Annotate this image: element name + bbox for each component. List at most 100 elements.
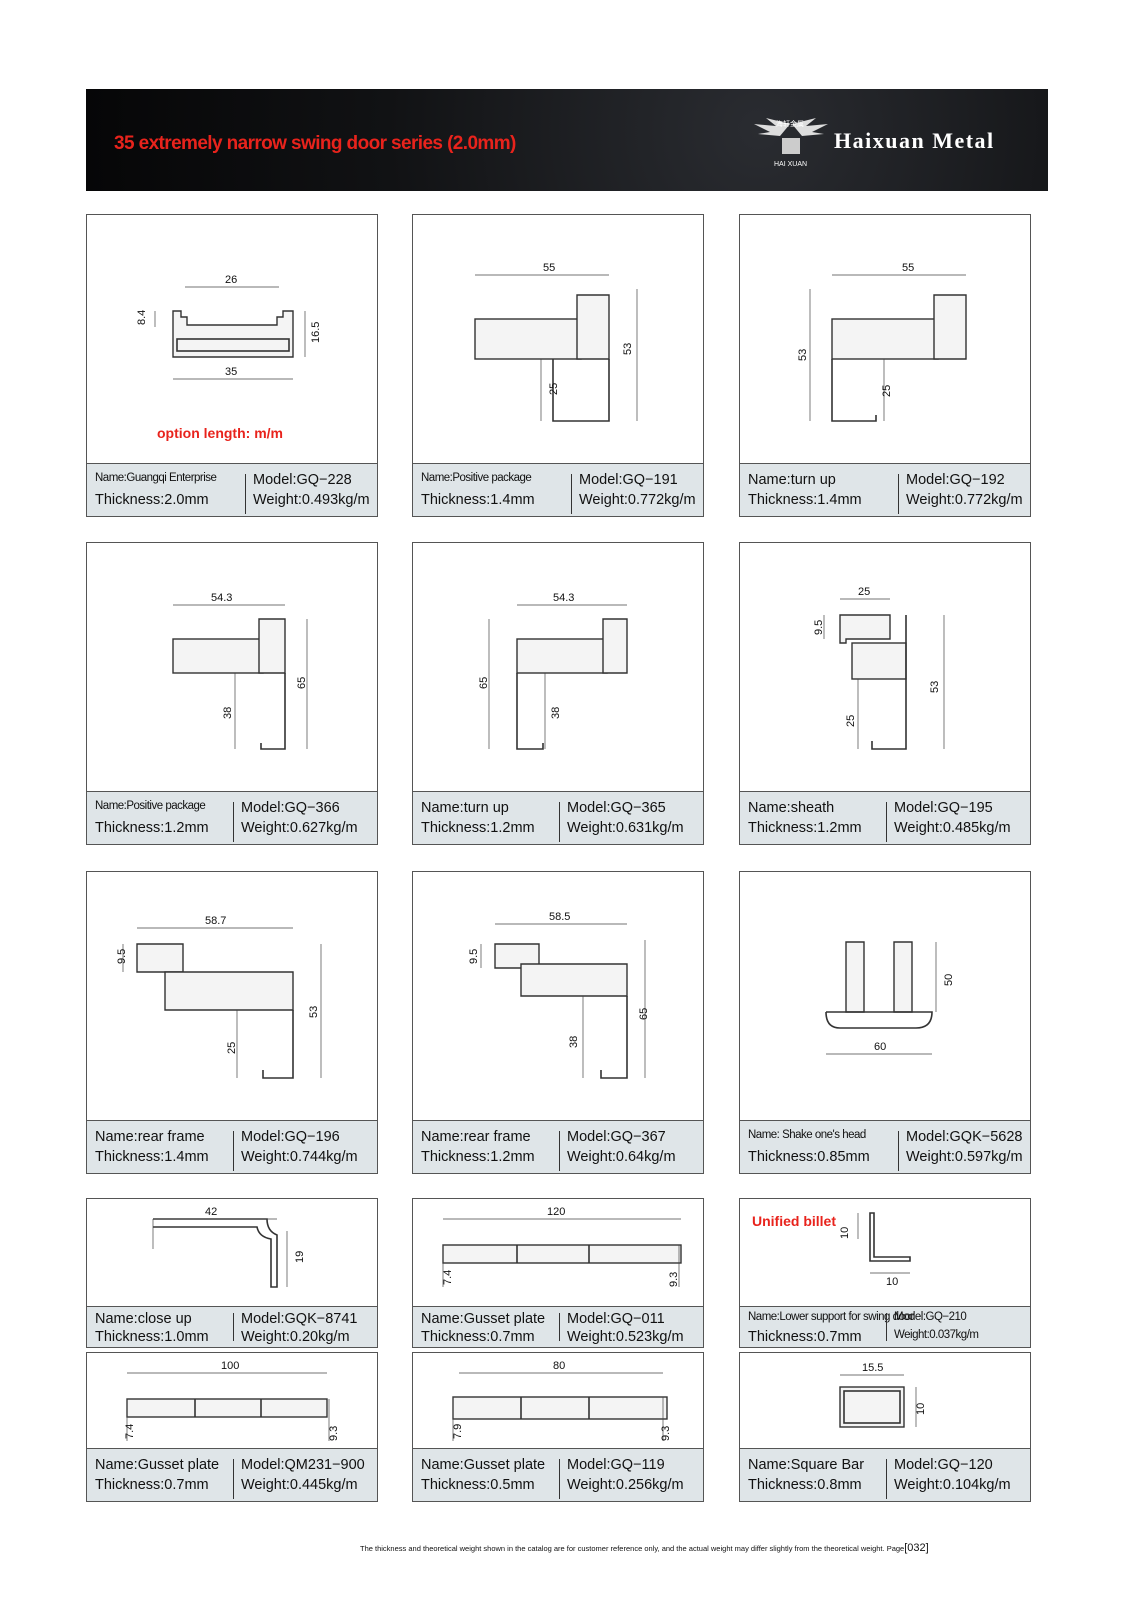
product-card: 58.5 9.5 65 38 Name:rear frame Thickness… [412,871,704,1174]
product-weight: Weight:0.772kg/m [906,492,1023,508]
series-title: 35 extremely narrow swing door series (2… [114,133,516,154]
product-name: Name:Gusset plate [95,1457,220,1473]
product-model: Model:GQ−228 [253,472,352,488]
profile-drawing: 58.7 9.5 53 25 [116,915,322,1079]
spec-divider [233,1459,234,1499]
spec-box: Name:turn up Thickness:1.4mm Model:GQ−19… [740,463,1030,516]
product-weight: Weight:0.597kg/m [906,1149,1023,1165]
product-model: Model:QM231−900 [241,1457,365,1473]
svg-text:10: 10 [915,1403,927,1415]
eagle-logo-icon: 海轩金属 HAI XUAN [754,118,828,168]
product-weight: Weight:0.256kg/m [567,1477,684,1493]
svg-text:25: 25 [858,586,870,598]
spec-box: Name:Square Bar Thickness:0.8mm Model:GQ… [740,1448,1030,1501]
svg-text:65: 65 [296,677,308,689]
page-number: [032] [904,1542,929,1554]
svg-text:50: 50 [943,974,955,986]
product-name: Name:turn up [748,472,836,488]
product-thickness: Thickness:0.7mm [748,1329,862,1345]
spec-box: Name:Positive package Thickness:1.2mm Mo… [87,791,377,844]
spec-divider [233,1131,234,1171]
svg-text:120: 120 [547,1206,565,1218]
spec-box: Name:Gusset plate Thickness:0.7mm Model:… [413,1306,703,1347]
product-card: 55 53 25 Name:turn up Thickness:1.4mm Mo… [739,214,1031,517]
product-weight: Weight:0.104kg/m [894,1477,1011,1493]
profile-drawing: 25 9.5 53 25 [813,586,945,750]
product-model: Model:GQ−191 [579,472,678,488]
svg-text:80: 80 [553,1360,565,1372]
product-weight: Weight:0.20kg/m [241,1329,350,1345]
svg-text:9.3: 9.3 [328,1426,340,1441]
page-label: Page [886,1544,905,1553]
spec-divider [886,1459,887,1499]
product-model: Model:GQ−365 [567,800,666,816]
product-name: Name: Shake one's head [748,1129,866,1141]
svg-text:55: 55 [902,262,914,274]
product-thickness: Thickness:1.4mm [748,492,862,508]
spec-box: Name:sheath Thickness:1.2mm Model:GQ−195… [740,791,1030,844]
svg-text:38: 38 [568,1036,580,1048]
product-card: 58.7 9.5 53 25 Name:rear frame Thickness… [86,871,378,1174]
svg-text:9.5: 9.5 [468,949,480,964]
spec-divider [559,1459,560,1499]
logo-cn-text: 海轩金属 [776,119,804,128]
svg-text:53: 53 [929,681,941,693]
svg-text:60: 60 [874,1041,886,1053]
product-thickness: Thickness:1.4mm [95,1149,209,1165]
product-name: Name:sheath [748,800,835,816]
product-weight: Weight:0.627kg/m [241,820,358,836]
product-thickness: Thickness:1.2mm [421,1149,535,1165]
product-thickness: Thickness:1.4mm [421,492,535,508]
logo-sub-text: HAI XUAN [774,161,807,168]
svg-text:25: 25 [845,715,857,727]
product-weight: Weight:0.64kg/m [567,1149,676,1165]
svg-text:9.5: 9.5 [813,620,825,635]
product-weight: Weight:0.485kg/m [894,820,1011,836]
spec-divider [233,1313,234,1341]
svg-text:54.3: 54.3 [211,592,232,604]
product-model: Model:GQ−192 [906,472,1005,488]
svg-text:16.5: 16.5 [310,322,322,343]
svg-text:7.4: 7.4 [124,1424,136,1439]
product-model: Model:GQK−8741 [241,1311,358,1327]
spec-box: Name:rear frame Thickness:1.2mm Model:GQ… [413,1120,703,1173]
spec-divider [559,1131,560,1171]
product-model: Model:GQ−195 [894,800,993,816]
product-model: Model:GQ−196 [241,1129,340,1145]
product-thickness: Thickness:1.2mm [421,820,535,836]
spec-divider [233,802,234,842]
brand-logo: 海轩金属 HAI XUAN Haixuan Metal [746,114,1036,170]
footer-disclaimer: The thickness and theoretical weight sho… [360,1544,885,1553]
product-model: Model:GQ−366 [241,800,340,816]
product-thickness: Thickness:0.5mm [421,1477,535,1493]
product-model: Model:GQ−367 [567,1129,666,1145]
spec-box: Name:Gusset plate Thickness:0.7mm Model:… [87,1448,377,1501]
svg-text:54.3: 54.3 [553,592,574,604]
svg-text:100: 100 [221,1360,239,1372]
product-card: 55 53 25 Name:Positive package Thickness… [412,214,704,517]
svg-text:42: 42 [205,1206,217,1218]
svg-text:38: 38 [550,707,562,719]
svg-text:7.9: 7.9 [452,1424,464,1439]
product-weight: Weight:0.772kg/m [579,492,696,508]
svg-text:8.4: 8.4 [136,310,148,325]
product-card: 42 19 Name:close up Thickness:1.0mm Mode… [86,1198,378,1348]
product-thickness: Thickness:1.2mm [748,820,862,836]
product-card: 120 7.4 9.3 Name:Gusset plate Thickness:… [412,1198,704,1348]
product-name: Name:Gusset plate [421,1457,546,1473]
product-weight: Weight:0.631kg/m [567,820,684,836]
svg-text:19: 19 [294,1251,306,1263]
profile-drawing: 120 7.4 9.3 [442,1206,682,1287]
svg-text:26: 26 [225,274,237,286]
product-weight: Weight:0.445kg/m [241,1477,358,1493]
product-thickness: Thickness:0.7mm [95,1477,209,1493]
spec-divider [559,1313,560,1341]
spec-box: Name:Positive package Thickness:1.4mm Mo… [413,463,703,516]
product-name: Name:rear frame [421,1129,531,1145]
svg-text:55: 55 [543,262,555,274]
product-name: Name:Positive package [421,472,532,484]
product-card: 25 9.5 53 25 Name:sheath Thickness:1.2mm… [739,542,1031,845]
svg-text:65: 65 [478,677,490,689]
product-card: 100 7.4 9.3 Name:Gusset plate Thickness:… [86,1352,378,1502]
spec-divider [886,802,887,842]
